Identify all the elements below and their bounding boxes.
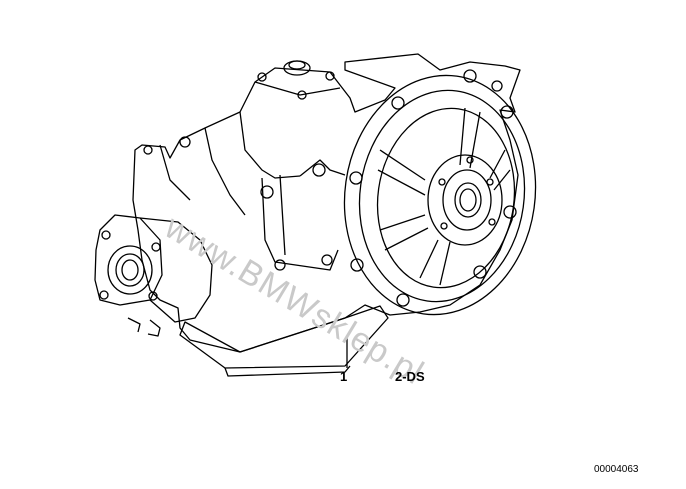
part-number-label: 1: [340, 369, 348, 384]
image-code-label: 00004063: [594, 464, 639, 475]
top-boss: [254, 81, 341, 96]
output-ring-flange: [343, 69, 537, 316]
input-flange: [94, 214, 213, 337]
variant-code-label: 2-DS: [395, 369, 425, 384]
housing-base: [179, 305, 389, 369]
output-hub: [427, 154, 503, 246]
